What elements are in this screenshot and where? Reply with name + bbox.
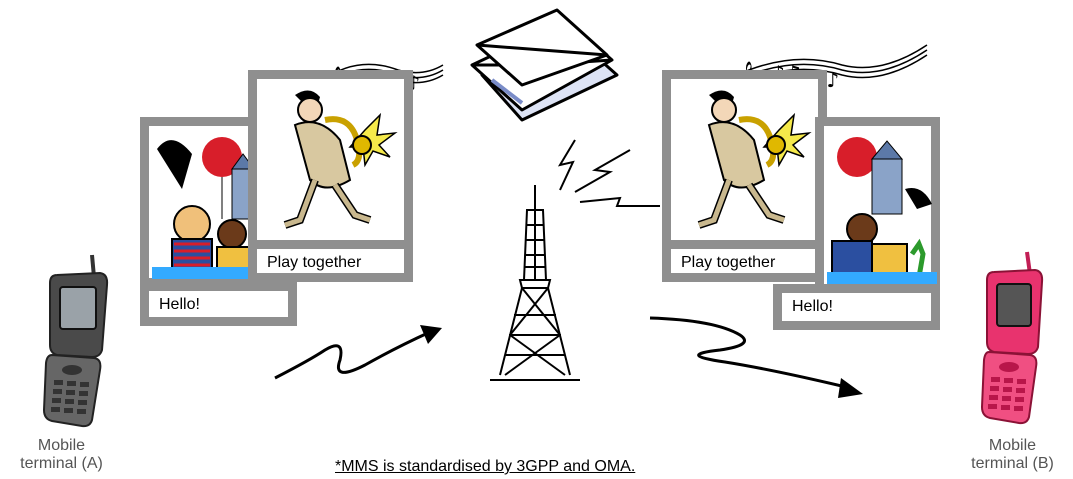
- caption-hello-left: Hello!: [140, 282, 297, 326]
- caption-play-left: Play together: [248, 240, 413, 282]
- terminal-a-label: Mobile terminal (A): [4, 437, 119, 473]
- balloon-scene-icon: [827, 137, 937, 287]
- saxophone-player-icon: [697, 90, 812, 229]
- mobile-phone-icon: [42, 254, 109, 428]
- terminal-a-line1: Mobile: [37, 437, 86, 454]
- saxophone-player-icon: [283, 90, 398, 229]
- footnote: *MMS is standardised by 3GPP and OMA.: [335, 458, 636, 475]
- signal-bolt-icon: [557, 139, 660, 207]
- message-card-hello-right: [815, 117, 940, 295]
- caption-hello-right: Hello!: [773, 284, 940, 330]
- balloon-scene-icon: [152, 137, 257, 279]
- envelope-icon: [470, 8, 619, 122]
- mobile-phone-icon: [980, 251, 1044, 425]
- message-card-play-left: [248, 70, 413, 250]
- terminal-b-line2: terminal (B): [971, 455, 1054, 472]
- arrow-icon: [274, 325, 442, 380]
- message-card-play-right: [662, 70, 827, 250]
- arrow-icon: [649, 316, 863, 398]
- message-card-hello-left: [140, 117, 260, 287]
- terminal-b-line1: Mobile: [988, 437, 1037, 454]
- terminal-b-label: Mobile terminal (B): [955, 437, 1070, 473]
- antenna-tower-icon: [490, 185, 580, 381]
- caption-play-right: Play together: [662, 240, 827, 282]
- terminal-a-line2: terminal (A): [20, 455, 103, 472]
